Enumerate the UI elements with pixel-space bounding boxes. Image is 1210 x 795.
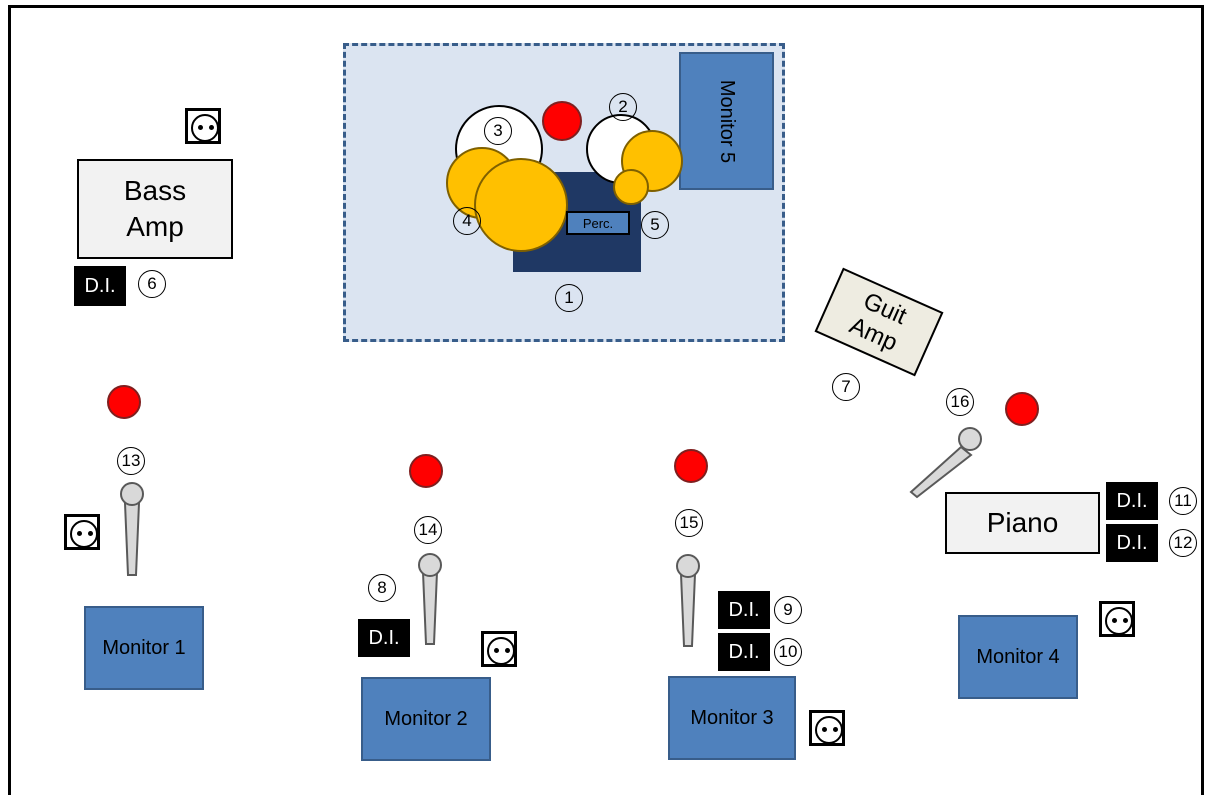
splash-cymbal-icon [613,169,649,205]
piano-di-box-2: D.I. [1106,524,1158,562]
number-9: 9 [774,596,802,624]
bass-amp: Bass Amp [77,159,233,259]
perc-box: Perc. [566,211,630,235]
drummer-position-marker [542,101,582,141]
position3-di-box-1: D.I. [718,591,770,629]
crash-cymbal-icon [474,158,568,252]
position3-di-box-2: D.I. [718,633,770,671]
power-outlet-icon [809,710,845,746]
number-6: 6 [138,270,166,298]
number-11: 11 [1169,487,1197,515]
microphone-icon [676,554,700,647]
microphone-icon [418,553,442,645]
piano-label: Piano [986,507,1059,538]
number-8: 8 [368,574,396,602]
microphone-icon [909,427,982,499]
microphone-icon [120,482,144,576]
monitor-5: Monitor 5 [679,52,774,190]
vocalist-position-marker [674,449,708,483]
number-1: 1 [555,284,583,312]
vocalist-position-marker [409,454,443,488]
bass-di-box: D.I. [74,266,126,306]
number-12: 12 [1169,529,1197,557]
number-4: 4 [453,207,481,235]
vocalist-position-marker [107,385,141,419]
position2-di-box: D.I. [358,619,410,657]
number-14: 14 [414,516,442,544]
number-2: 2 [609,93,637,121]
number-3: 3 [484,117,512,145]
power-outlet-icon [1099,601,1135,637]
power-outlet-icon [481,631,517,667]
number-15: 15 [675,509,703,537]
monitor-4: Monitor 4 [958,615,1078,699]
perc-label: Perc. [582,215,614,231]
number-16: 16 [946,388,974,416]
monitor-2: Monitor 2 [361,677,491,761]
monitor-1: Monitor 1 [84,606,204,690]
monitor-3-label: Monitor 3 [690,706,774,729]
number-7: 7 [832,373,860,401]
power-outlet-icon [64,514,100,550]
piano: Piano [945,492,1100,554]
monitor-1-label: Monitor 1 [102,636,186,659]
guitar-amp-label: Guit Amp [845,287,911,357]
monitor-3: Monitor 3 [668,676,796,760]
monitor-4-label: Monitor 4 [976,645,1060,668]
vocalist-position-marker [1005,392,1039,426]
power-outlet-icon [185,108,221,144]
number-13: 13 [117,447,145,475]
bass-amp-label: Bass Amp [123,175,187,242]
number-10: 10 [774,638,802,666]
piano-di-box-1: D.I. [1106,482,1158,520]
number-5: 5 [641,211,669,239]
monitor-2-label: Monitor 2 [384,707,468,730]
stage-border [8,5,1204,795]
